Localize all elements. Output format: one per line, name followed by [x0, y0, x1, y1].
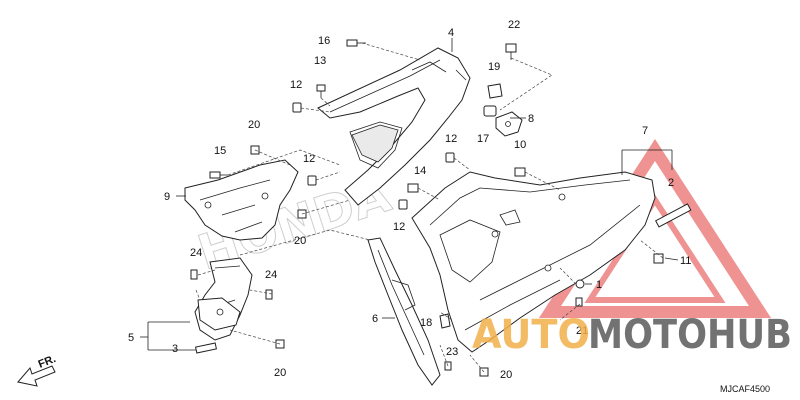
label-15: 15: [214, 145, 226, 157]
grommet-12b: [307, 175, 317, 186]
label-20-middle: 20: [294, 235, 306, 247]
grommet-12d: [398, 199, 408, 210]
label-14: 14: [414, 165, 426, 177]
part-4-upper-cover: [317, 47, 471, 206]
part-labels: 1 2 3 4 5 6 7 8 9 10 11 12 12 12 12 13 1…: [128, 19, 691, 381]
bolt-22: [505, 43, 517, 60]
label-10: 10: [514, 139, 526, 151]
part-8-small-bracket: [495, 111, 523, 137]
label-18: 18: [420, 317, 432, 329]
label-23: 23: [446, 346, 458, 358]
part-5-lower-bracket: [194, 257, 253, 341]
part-3-seal-strip: [195, 342, 217, 354]
label-24-right: 24: [265, 269, 277, 281]
front-arrow-label: FR.: [37, 353, 58, 371]
label-12-right: 12: [445, 133, 457, 145]
main-side-cowl: [411, 171, 656, 353]
screw-11: [653, 253, 664, 264]
label-2: 2: [668, 177, 674, 189]
grommet-12a: [292, 102, 302, 113]
part-9-left-bracket: [184, 159, 299, 241]
label-9: 9: [164, 191, 170, 203]
grommet-12c: [445, 152, 455, 163]
label-5: 5: [128, 332, 134, 344]
screw-24a: [190, 269, 198, 280]
label-11: 11: [680, 255, 691, 267]
screw-24b: [265, 289, 273, 300]
label-20-lower-right: 20: [500, 369, 512, 381]
label-8: 8: [528, 113, 534, 125]
label-12-upper: 12: [290, 79, 302, 91]
nut-1: [575, 279, 585, 289]
label-4: 4: [448, 27, 454, 39]
label-19: 19: [488, 61, 500, 73]
bolt-15: [209, 171, 228, 179]
label-16: 16: [318, 35, 330, 47]
part-4-window-detail: [351, 124, 399, 163]
label-21: 21: [576, 325, 588, 337]
bolt-16: [346, 39, 366, 47]
front-direction-arrow: FR.: [17, 353, 58, 387]
bolt-10: [514, 167, 526, 177]
label-12-lower: 12: [393, 221, 405, 233]
screw-13: [316, 84, 326, 98]
part-19-clip: [487, 83, 503, 99]
label-7: 7: [642, 125, 648, 137]
clip-21: [575, 297, 583, 307]
label-6: 6: [372, 313, 378, 325]
leader-lines: [140, 38, 679, 351]
assembly-lines: [195, 42, 664, 373]
label-12-left: 12: [303, 153, 315, 165]
label-24-left: 24: [190, 247, 202, 259]
label-3: 3: [172, 343, 178, 355]
label-1: 1: [596, 279, 602, 291]
part-2-trim-strip: [655, 203, 692, 228]
label-22: 22: [508, 19, 520, 31]
label-17: 17: [477, 133, 489, 145]
part-18-clip: [439, 313, 451, 329]
label-20-lower-left: 20: [274, 367, 286, 379]
part-6-side-strip: [367, 237, 441, 386]
bolt-14: [407, 183, 419, 193]
diagram-code: MJCAF4500: [720, 384, 770, 394]
label-13: 13: [314, 55, 326, 67]
part-17-grommet: [483, 105, 497, 117]
label-20-upper: 20: [248, 119, 260, 131]
